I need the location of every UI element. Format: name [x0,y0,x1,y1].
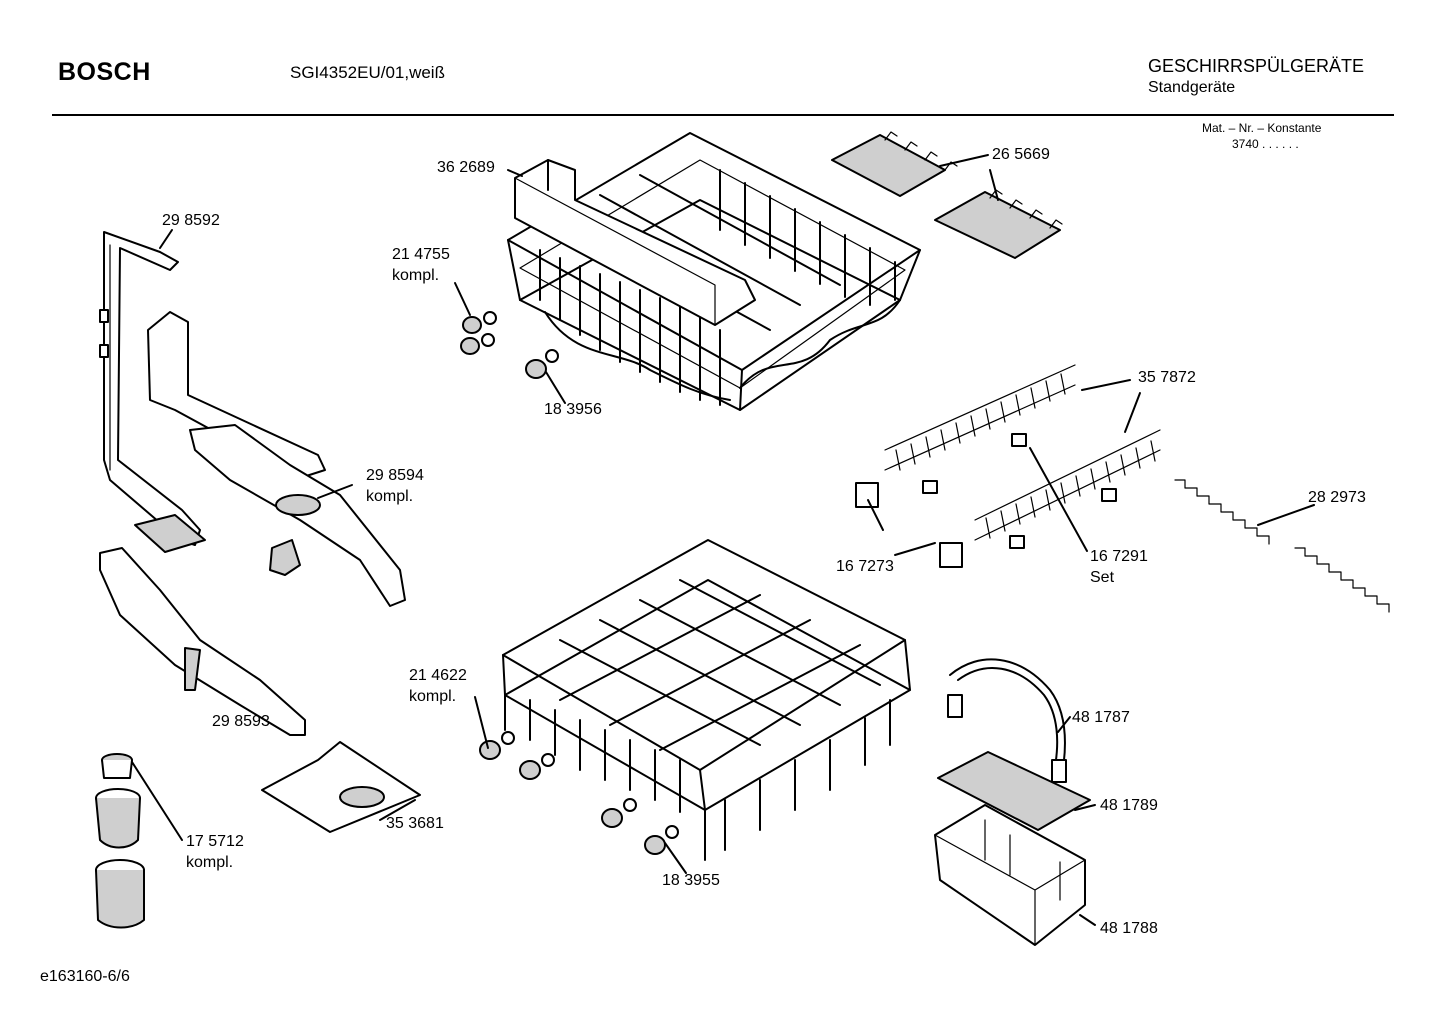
microfilter-drawing [261,741,421,833]
upper-basket-drawing [460,132,921,411]
header-divider [52,114,1394,116]
material-number-value: 3740 . . . . . . [1232,137,1299,151]
part-label-298592: 29 8592 [162,212,220,229]
document-code: e163160-6/6 [40,968,130,985]
material-number-label: Mat. – Nr. – Konstante [1202,121,1322,135]
cup-rack-drawing [831,131,1063,259]
part-label-183956: 18 3956 [544,401,602,418]
stair-holder-drawing [1174,479,1390,613]
part-label-362689: 36 2689 [437,159,495,176]
part-label-357872: 35 7872 [1138,369,1196,386]
part-label-282973: 28 2973 [1308,489,1366,506]
part-label-481787: 48 1787 [1072,709,1130,726]
tine-rows-drawing [855,364,1161,568]
leader-lines [131,154,1315,926]
part-label-353681: 35 3681 [386,815,444,832]
spray-pipe-drawing [99,231,406,736]
model-number: SGI4352EU/01,weiß [290,63,445,82]
part-label-167273: 16 7273 [836,558,894,575]
part-label-481788: 48 1788 [1100,920,1158,937]
filter-drawing [95,753,145,929]
cutlery-basket-drawing [934,658,1091,946]
part-label-265669: 26 5669 [992,146,1050,163]
category-subtitle: Standgeräte [1148,79,1236,96]
lower-basket-drawing [479,539,911,861]
category-title: GESCHIRRSPÜLGERÄTE [1148,56,1365,76]
part-label-183955: 18 3955 [662,872,720,889]
part-label-481789: 48 1789 [1100,797,1158,814]
brand-logo: BOSCH [58,58,151,86]
part-label-298593: 29 8593 [212,713,270,730]
